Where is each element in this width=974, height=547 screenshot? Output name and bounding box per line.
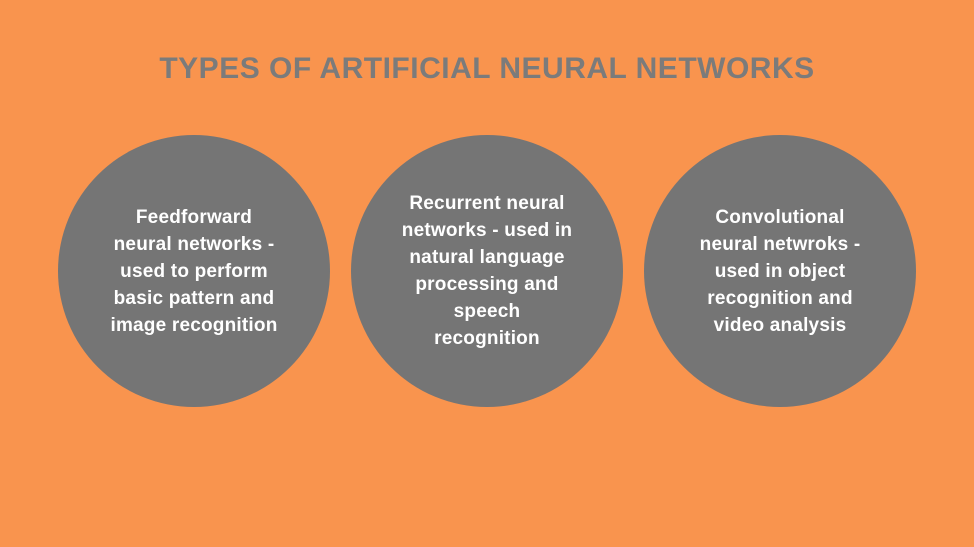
text-line: neural networks - [113,233,275,255]
circle-recurrent-text: Recurrent neural networks - used in natu… [402,190,572,352]
circle-recurrent: Recurrent neural networks - used in natu… [351,135,623,407]
text-line: Convolutional [715,206,845,228]
text-line: networks - used in [401,220,573,241]
text-line: used to perform [120,260,268,282]
circle-feedforward-text: Feedforward neural networks - used to pe… [110,204,277,339]
text-line: processing and [415,274,559,295]
circle-convolutional: Convolutional neural netwroks - used in … [644,135,916,407]
circle-feedforward: Feedforward neural networks - used to pe… [58,135,330,407]
text-line: neural netwroks - [699,233,861,255]
circle-convolutional-text: Convolutional neural netwroks - used in … [700,204,861,339]
text-line: basic pattern and [113,287,275,309]
text-line: Feedforward [135,206,253,228]
text-line: recognition and [707,287,853,309]
text-line: used in object [714,260,846,282]
text-line: speech [453,301,521,322]
text-line: natural language [409,247,565,268]
text-line: Recurrent neural [409,193,565,214]
text-line: recognition [434,328,540,349]
page-title: TYPES OF ARTIFICIAL NEURAL NETWORKS [159,52,815,85]
text-line: image recognition [110,314,278,336]
text-line: video analysis [713,314,847,336]
circles-row: Feedforward neural networks - used to pe… [58,135,916,407]
